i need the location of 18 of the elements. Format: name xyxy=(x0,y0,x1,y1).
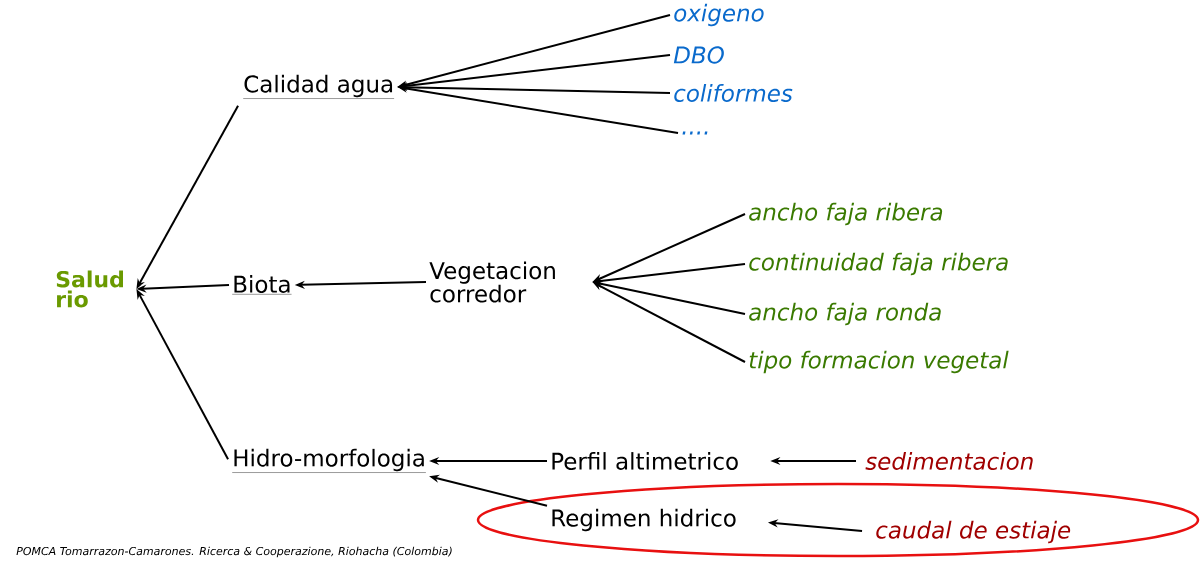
indicator-label: continuidad faja ribera xyxy=(749,252,1008,276)
indicator-label: sedimentacion xyxy=(865,452,1033,470)
indicator-label: ancho faja ronda xyxy=(749,302,941,326)
indicator-label: .... xyxy=(682,131,708,135)
indicator-label: oxigeno xyxy=(674,3,764,27)
indicator-label: tipo formacion vegetal xyxy=(749,350,1009,374)
root-label: Salud rio xyxy=(56,270,123,308)
underlined-heading: Biota xyxy=(232,275,292,295)
underlined-heading: Calidad agua xyxy=(243,74,395,99)
node-label: Vegetacion corredor xyxy=(429,261,555,303)
node-label: Perfil altimetrico xyxy=(552,452,738,470)
indicator-label: coliformes xyxy=(674,84,793,102)
indicator-label: DBO xyxy=(673,46,724,64)
source-note: POMCA Tomarrazon-Camarones. Ricerca & Cooperazione, Riohacha (Colombia) xyxy=(16,546,452,558)
indicator-label: caudal de estiaje xyxy=(876,520,1071,544)
node-label: Regimen hidrico xyxy=(552,508,736,532)
underlined-heading: Hidro-morfologia xyxy=(232,448,427,473)
indicator-label: ancho faja ribera xyxy=(749,202,943,226)
